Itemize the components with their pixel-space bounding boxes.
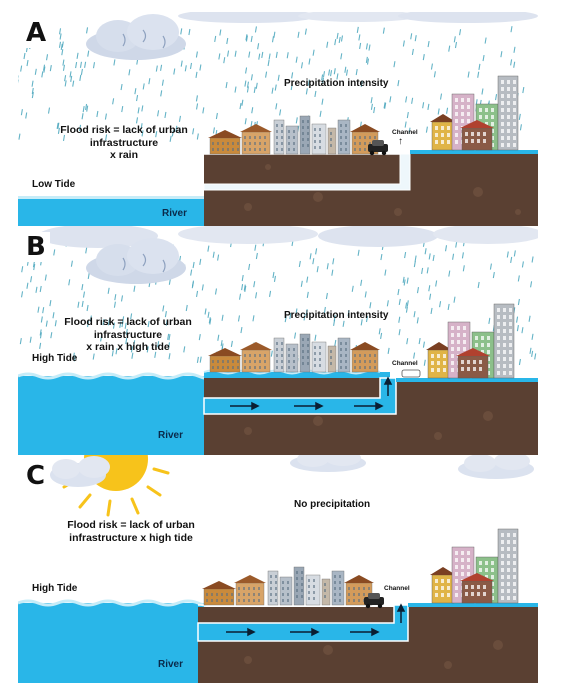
formula-line: Flood risk = lack of urban [64,316,192,328]
scene-b [18,226,538,455]
scene-a [18,12,538,226]
panel-letter: A [22,18,51,48]
tide-label: High Tide [32,353,78,364]
city-highland [430,75,519,151]
formula-line: Flood risk = lack of urban [60,124,188,136]
formula-line: x rain x high tide [86,341,170,354]
panel-c: C Flood risk = lack of urban infrastruct… [18,455,538,683]
city-highland [426,303,515,379]
flow-arrow-icon [230,376,393,411]
city-highland [430,528,519,604]
formula-line: infrastructure x high tide [69,531,193,544]
rain-pattern [18,26,525,142]
cloud-icon [290,455,366,472]
city-lowland [202,566,374,606]
formula-line: infrastructure [93,328,163,341]
soil-ground [198,607,538,683]
car-icon [368,140,388,156]
weather-label: Precipitation intensity [284,78,389,89]
panel-letter: B [22,232,50,262]
formula-text: Flood risk = lack of urban infrastructur… [44,124,204,162]
formula-text: Flood risk = lack of urban infrastructur… [48,316,208,354]
scene-c [18,455,538,683]
cloud-icon [458,455,534,479]
cloud-icon [50,456,110,487]
channel-label: Channel [384,585,410,592]
city-lowland [208,115,380,155]
cloud-strip [38,226,538,248]
channel-label: Channel [392,129,418,136]
flow-arrow-icon [226,603,406,637]
car-icon [401,369,421,378]
river-label: River [158,659,184,670]
formula-line: Flood risk = lack of urban [67,519,195,531]
river-water [18,376,204,455]
weather-label: No precipitation [294,499,371,510]
panel-a: A Flood risk = lack of urban infrastruct… [18,12,538,226]
soil-ground [204,376,538,455]
tide-label: Low Tide [32,179,76,190]
channel-arrow-icon: ↑ [398,136,403,147]
channel-label: Channel [392,360,418,367]
river-label: River [158,430,184,441]
formula-line: infrastructure [89,136,159,149]
river-water [18,198,204,226]
river-water [18,603,204,683]
city-lowland [208,333,380,373]
cloud-strip [178,12,538,23]
formula-line: x rain [109,149,138,162]
weather-label: Precipitation intensity [284,310,389,321]
tide-label: High Tide [32,583,78,594]
rain-cloud-icon [86,14,186,60]
river-label: River [162,208,188,219]
panel-letter: C [22,461,50,491]
rain-cloud-icon [86,238,186,284]
car-icon [364,593,384,609]
soil-ground [204,154,538,226]
panel-b: B Flood risk = lack of urban infrastruct… [18,226,538,455]
formula-text: Flood risk = lack of urban infrastructur… [46,519,216,544]
